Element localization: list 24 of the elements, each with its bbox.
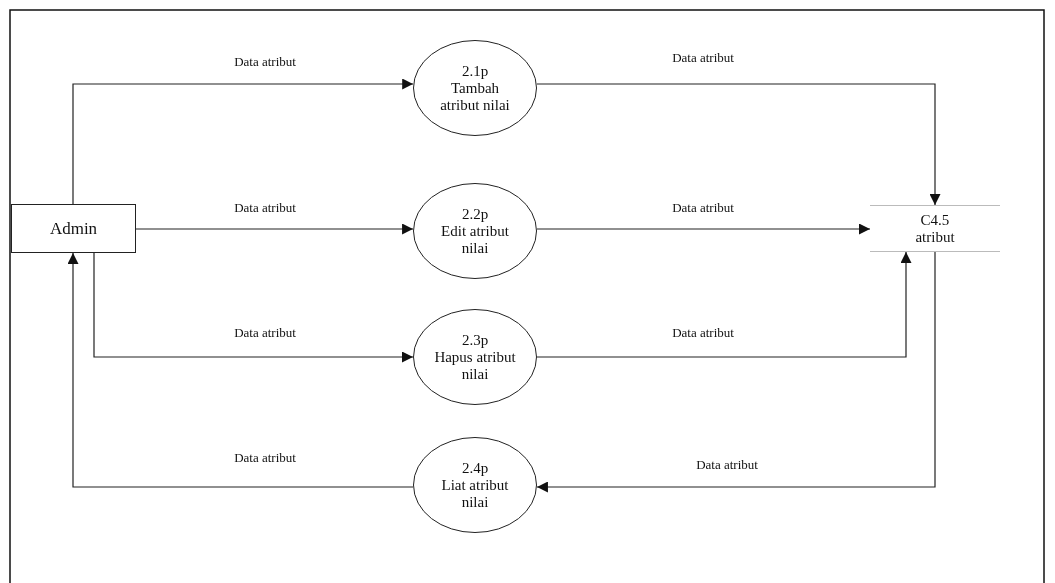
process-label: Tambah atribut nilai — [439, 79, 511, 114]
process-number: 2.2p — [460, 205, 490, 223]
flow-arrow — [536, 223, 871, 235]
process-circle — [413, 40, 537, 136]
flow-arrow — [93, 252, 414, 363]
data-store — [870, 205, 1000, 252]
process-number: 2.4p — [460, 459, 490, 477]
flow-arrow — [135, 223, 414, 235]
flow-arrow — [72, 78, 414, 205]
process-circle — [413, 437, 537, 533]
flow-arrow — [536, 251, 936, 493]
process-number: 2.3p — [460, 331, 490, 349]
flow-arrow — [536, 251, 912, 358]
entity-label: Admin — [49, 220, 98, 237]
flow-arrow — [67, 252, 414, 488]
process-circle — [413, 183, 537, 279]
entity-box — [11, 204, 136, 253]
process-number: 2.1p — [460, 62, 490, 80]
process-label: Hapus atribut nilai — [433, 348, 517, 383]
flow-arrow — [536, 83, 941, 206]
process-circle — [413, 309, 537, 405]
process-label: Liat atribut nilai — [440, 476, 510, 511]
store-label: C4.5 atribut — [914, 211, 956, 246]
process-label: Edit atribut nilai — [440, 222, 510, 257]
